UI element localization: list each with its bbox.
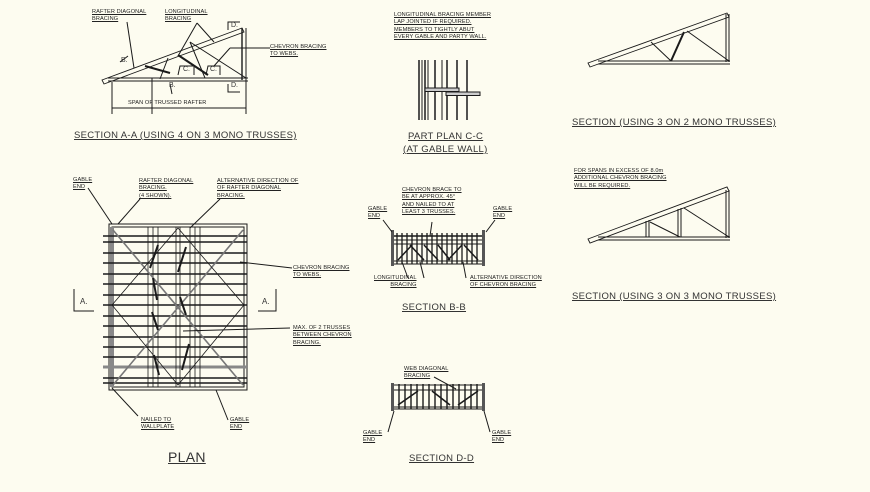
section-dd [387, 376, 491, 433]
label-span: SPAN OF TRUSSED RAFTER [128, 100, 207, 106]
mark-a-left: A. [80, 297, 88, 306]
title-plan: PLAN [168, 449, 206, 465]
label-bb-longitudinal: LONGITUDINAL BRACING [374, 275, 417, 289]
section-3on3-truss [587, 186, 730, 244]
label-plan-gable-end-bottom: GABLE END [230, 417, 250, 431]
section-aa-truss [101, 21, 270, 114]
mark-c: C. [210, 66, 217, 73]
title-part-plan-cc: PART PLAN C-C [408, 131, 484, 142]
label-dd-gable-right: GABLE END [492, 430, 512, 444]
section-3on2-truss [587, 12, 730, 68]
label-longitudinal-bracing: LONGITUDINAL BRACING [165, 9, 208, 23]
label-plan-chevron: CHEVRON BRACING TO WEBS. [293, 265, 350, 279]
mark-b: B. [121, 57, 128, 64]
title-section-aa: SECTION A-A (USING 4 ON 3 MONO TRUSSES) [74, 130, 297, 141]
label-bb-alternative: ALTERNATIVE DIRECTION OF CHEVRON BRACING [470, 275, 542, 289]
label-dd-gable-left: GABLE END [363, 430, 383, 444]
note-spans-excess: FOR SPANS IN EXCESS OF 8.0m ADDITIONAL C… [574, 168, 667, 189]
title-section-dd: SECTION D-D [409, 453, 475, 464]
label-plan-nailed: NAILED TO WALLPLATE [141, 417, 175, 431]
label-rafter-diagonal-bracing: RAFTER DIAGONAL BRACING [92, 9, 147, 23]
label-bb-gable-right: GABLE END [493, 206, 513, 220]
label-dd-web-diagonal: WEB DIAGONAL BRACING [404, 366, 449, 380]
subtitle-part-plan-cc: (AT GABLE WALL) [403, 144, 488, 155]
title-section-bb: SECTION B-B [402, 302, 467, 313]
label-bb-chevron-brace: CHEVRON BRACE TO BE AT APPROX. 45° AND N… [402, 187, 462, 216]
part-plan-cc [418, 60, 481, 120]
mark-b: B. [169, 82, 176, 89]
title-section-3on3: SECTION (USING 3 ON 3 MONO TRUSSES) [572, 291, 777, 302]
mark-a-right: A. [262, 297, 270, 306]
label-bb-gable-left: GABLE END [368, 206, 388, 220]
label-plan-max-trusses: MAX. OF 2 TRUSSES BETWEEN CHEVRON BRACIN… [293, 325, 352, 346]
mark-c: C. [183, 66, 190, 73]
label-plan-rafter-diagonal: RAFTER DIAGONAL BRACING. (4 SHOWN). [139, 178, 194, 199]
section-bb [382, 219, 496, 279]
note-longitudinal-member: LONGITUDINAL BRACING MEMBER LAP JOINTED … [394, 12, 491, 41]
label-plan-alternative-direction: ALTERNATIVE DIRECTION OF OF RAFTER DIAGO… [217, 178, 299, 199]
label-plan-gable-end: GABLE END [73, 177, 93, 191]
mark-d: D. [231, 82, 238, 89]
label-chevron-bracing: CHEVRON BRACING TO WEBS. [270, 44, 327, 58]
title-section-3on2: SECTION (USING 3 ON 2 MONO TRUSSES) [572, 117, 777, 128]
mark-d: D. [231, 22, 238, 29]
plan-drawing [73, 187, 293, 421]
